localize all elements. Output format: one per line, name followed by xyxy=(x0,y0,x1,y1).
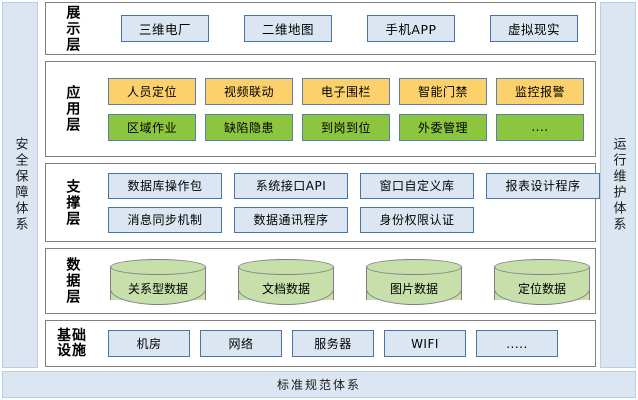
layer-display-row-1: 三维电厂 二维地图 手机APP 虚拟现实 xyxy=(98,15,589,42)
cylinder-top-shape xyxy=(238,259,334,275)
layer-application-label-text: 应用层 xyxy=(64,85,81,133)
node-data-positioning-data[interactable]: 定位数据 xyxy=(494,258,590,305)
node-support-data-communication-program[interactable]: 数据通讯程序 xyxy=(234,206,348,233)
node-app-post-arrival[interactable]: 到岗到位 xyxy=(302,113,390,141)
cylinder-top-shape xyxy=(366,259,462,275)
node-data-relational-database[interactable]: 关系型数据 xyxy=(110,258,206,305)
node-app-more[interactable]: .... xyxy=(496,113,584,141)
layer-data-label: 数据层 xyxy=(46,249,98,313)
node-app-video-linkage[interactable]: 视频联动 xyxy=(205,77,293,105)
bottom-banner-label: 标准规范体系 xyxy=(276,378,361,392)
bottom-banner-standards-system: 标准规范体系 xyxy=(2,371,636,398)
node-data-relational-database-label: 关系型数据 xyxy=(127,282,188,296)
node-infra-more[interactable]: ..... xyxy=(476,330,558,357)
layer-data-row-1: 关系型数据 文档数据 图片数据 定 xyxy=(98,258,590,305)
layer-infrastructure: 基础 设施 机房 网络 服务器 WIFI ..... xyxy=(45,320,596,367)
layer-display-label: 展示层 xyxy=(46,3,98,54)
node-app-area-operation[interactable]: 区域作业 xyxy=(108,113,196,141)
node-app-outsourcing-management[interactable]: 外委管理 xyxy=(399,113,487,141)
layer-infrastructure-label-text: 基础 设施 xyxy=(57,327,87,359)
node-data-image-data[interactable]: 图片数据 xyxy=(366,258,462,305)
node-display-3d-plant[interactable]: 三维电厂 xyxy=(121,15,209,42)
node-support-window-custom-library[interactable]: 窗口自定义库 xyxy=(360,172,474,199)
node-support-message-sync-mechanism[interactable]: 消息同步机制 xyxy=(108,206,222,233)
layer-application-row-1: 人员定位 视频联动 电子围栏 智能门禁 监控报警 xyxy=(98,77,589,105)
right-banner-label: 运行维护体系 xyxy=(610,137,626,233)
node-app-defect-hazard[interactable]: 缺陷隐患 xyxy=(205,113,293,141)
layer-infrastructure-row-1: 机房 网络 服务器 WIFI ..... xyxy=(98,330,589,357)
layer-support-label: 支撑层 xyxy=(46,164,98,241)
layer-application-row-2: 区域作业 缺陷隐患 到岗到位 外委管理 .... xyxy=(98,113,589,141)
layer-data-body: 关系型数据 文档数据 图片数据 定 xyxy=(98,249,596,313)
layer-display-label-text: 展示层 xyxy=(64,4,81,53)
node-support-report-design-program[interactable]: 报表设计程序 xyxy=(486,172,600,199)
node-infra-network[interactable]: 网络 xyxy=(200,330,282,357)
node-app-personnel-positioning[interactable]: 人员定位 xyxy=(108,77,196,105)
layer-application-body: 人员定位 视频联动 电子围栏 智能门禁 监控报警 区域作业 缺陷隐患 到岗到位 … xyxy=(98,62,595,156)
node-app-electronic-fence[interactable]: 电子围栏 xyxy=(302,77,390,105)
layer-application: 应用层 人员定位 视频联动 电子围栏 智能门禁 监控报警 区域作业 缺陷隐患 到… xyxy=(45,61,596,157)
node-support-identity-authorization[interactable]: 身份权限认证 xyxy=(360,206,474,233)
layer-application-label: 应用层 xyxy=(46,62,98,156)
layer-infrastructure-body: 机房 网络 服务器 WIFI ..... xyxy=(98,321,595,366)
cylinder-top-shape xyxy=(494,259,590,275)
node-data-document-data[interactable]: 文档数据 xyxy=(238,258,334,305)
layer-support-row-1: 数据库操作包 系统接口API 窗口自定义库 报表设计程序 xyxy=(98,172,600,199)
node-infra-server[interactable]: 服务器 xyxy=(292,330,374,357)
node-display-virtual-reality[interactable]: 虚拟现实 xyxy=(490,15,578,42)
layer-display-body: 三维电厂 二维地图 手机APP 虚拟现实 xyxy=(98,3,595,54)
left-banner-security-system: 安全保障体系 xyxy=(2,2,38,368)
layer-display: 展示层 三维电厂 二维地图 手机APP 虚拟现实 xyxy=(45,2,596,55)
node-data-document-data-label: 文档数据 xyxy=(261,282,310,296)
node-infra-machine-room[interactable]: 机房 xyxy=(108,330,190,357)
node-data-positioning-data-label: 定位数据 xyxy=(517,282,566,296)
layer-support-body: 数据库操作包 系统接口API 窗口自定义库 报表设计程序 消息同步机制 数据通讯… xyxy=(98,164,606,241)
layer-support: 支撑层 数据库操作包 系统接口API 窗口自定义库 报表设计程序 消息同步机制 … xyxy=(45,163,600,242)
node-support-database-operation-package[interactable]: 数据库操作包 xyxy=(108,172,222,199)
node-data-image-data-label: 图片数据 xyxy=(389,282,438,296)
layer-data-label-text: 数据层 xyxy=(64,257,81,305)
node-app-monitoring-alarm[interactable]: 监控报警 xyxy=(496,77,584,105)
node-infra-wifi[interactable]: WIFI xyxy=(384,330,466,357)
node-display-mobile-app[interactable]: 手机APP xyxy=(367,15,455,42)
layer-data: 数据层 关系型数据 文档数据 xyxy=(45,248,596,314)
node-app-smart-access-control[interactable]: 智能门禁 xyxy=(399,77,487,105)
cylinder-top-shape xyxy=(110,259,206,275)
layer-infrastructure-label: 基础 设施 xyxy=(46,321,98,366)
left-banner-label: 安全保障体系 xyxy=(12,137,28,233)
node-display-2d-map[interactable]: 二维地图 xyxy=(244,15,332,42)
layer-support-label-text: 支撑层 xyxy=(64,178,81,227)
layer-support-row-2: 消息同步机制 数据通讯程序 身份权限认证 xyxy=(98,206,600,233)
node-support-system-interface-api[interactable]: 系统接口API xyxy=(234,172,348,199)
right-banner-operations-system: 运行维护体系 xyxy=(600,2,636,368)
